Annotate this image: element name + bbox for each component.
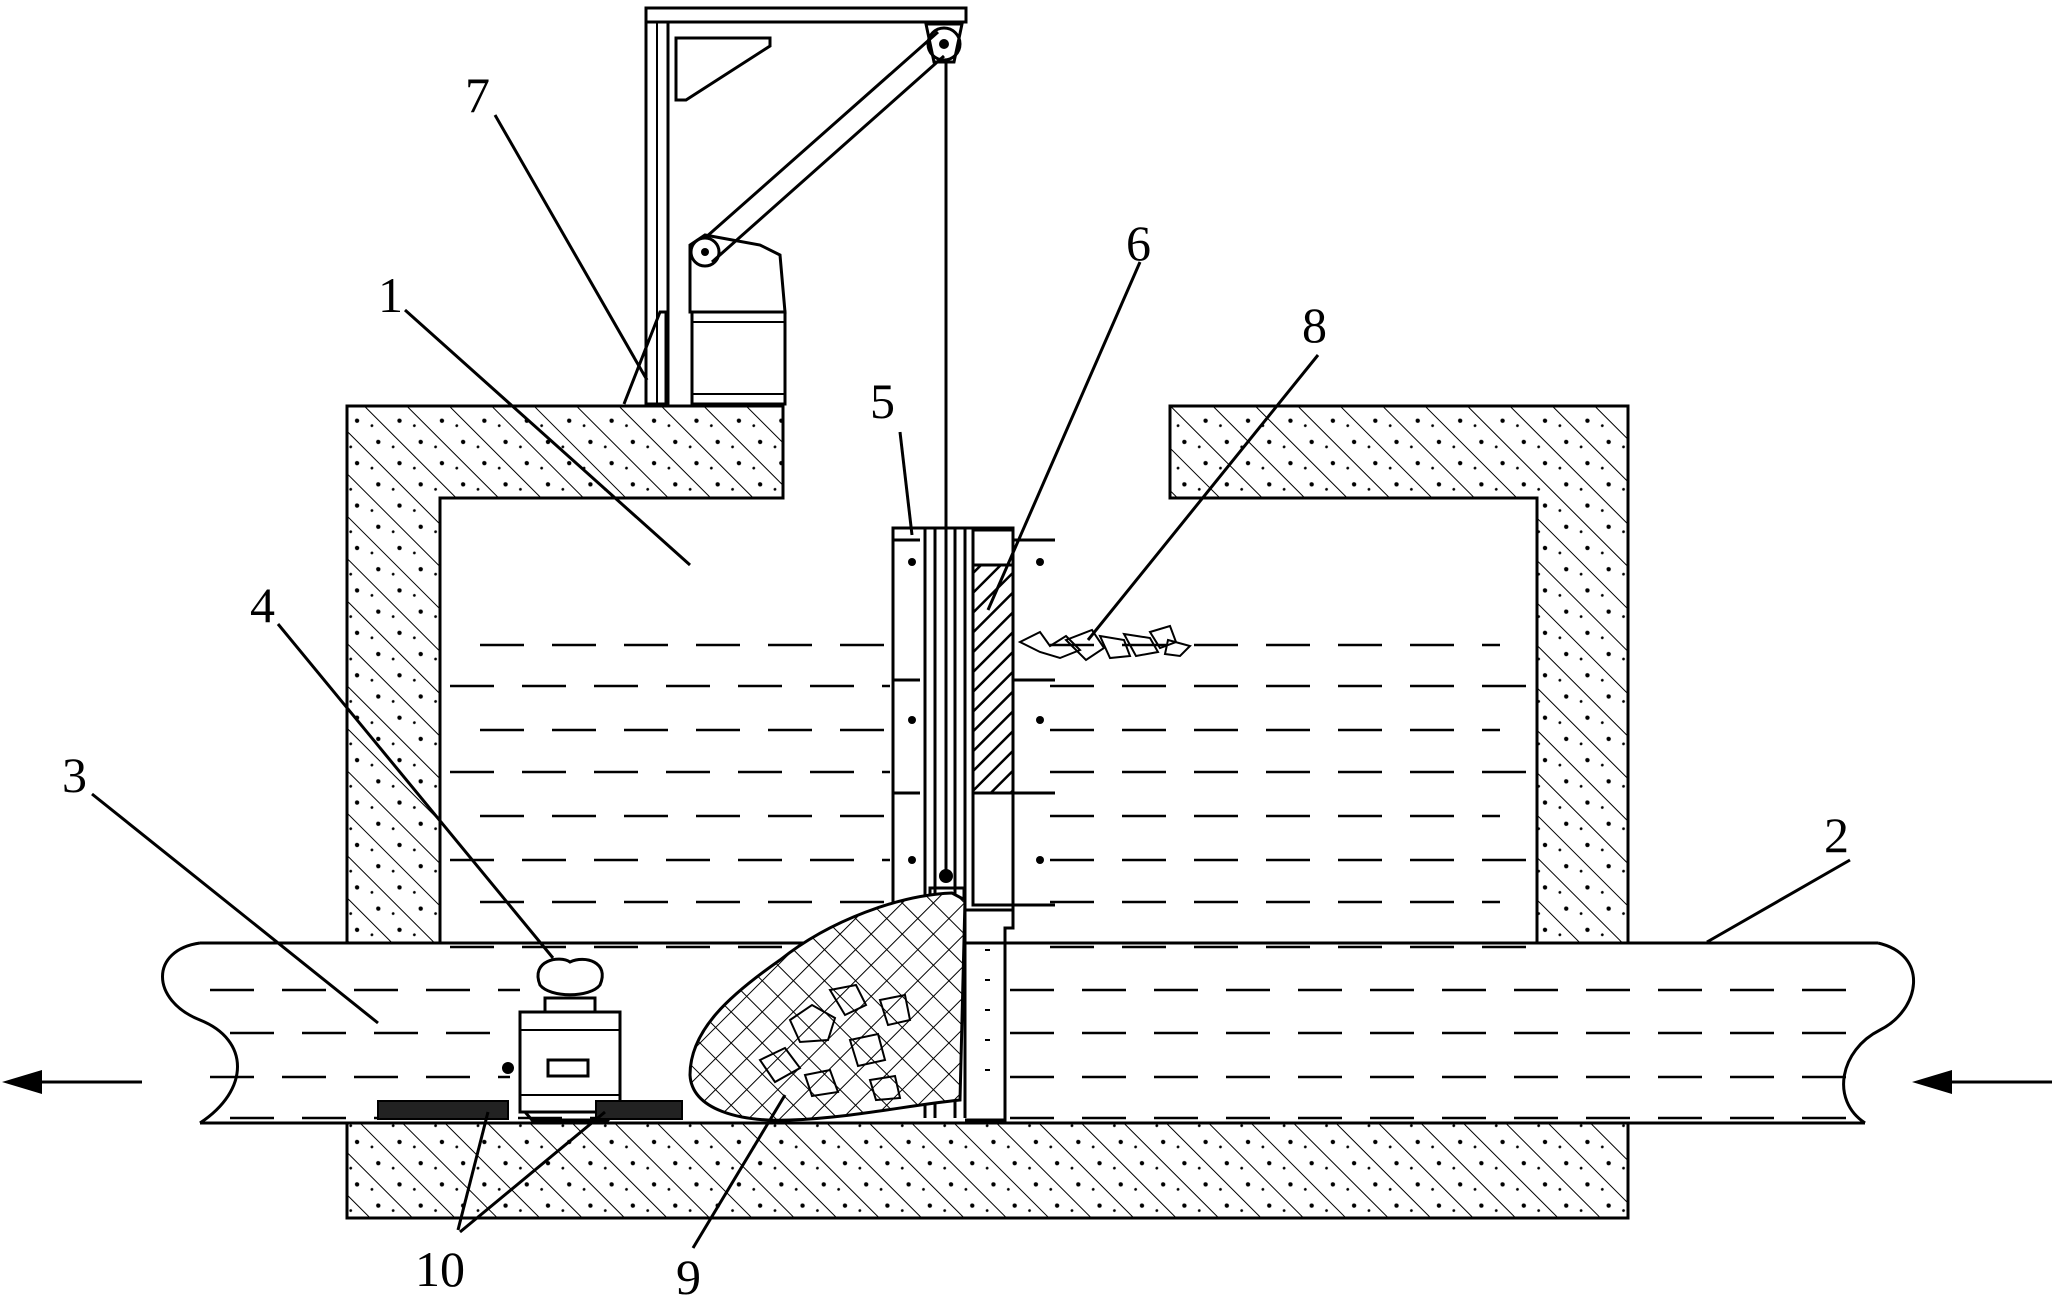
water-surface-lines — [210, 643, 1870, 1120]
label-4: 4 — [250, 577, 275, 633]
arrow-left-icon — [2, 1070, 142, 1094]
right-wall — [1168, 404, 1630, 945]
arrow-left-icon — [1912, 1070, 2052, 1094]
label-6: 6 — [1126, 215, 1151, 271]
label-1: 1 — [378, 267, 403, 323]
sediment-mats — [377, 1100, 683, 1120]
pipe — [161, 941, 1916, 1125]
label-3: 3 — [62, 747, 87, 803]
pump — [502, 957, 622, 1122]
floating-debris — [1017, 624, 1192, 662]
label-8: 8 — [1302, 297, 1327, 353]
leader-lines — [91, 114, 1851, 1249]
concrete-well-structure — [345, 404, 1630, 1220]
trash-net — [688, 891, 967, 1122]
label-10: 10 — [415, 1241, 465, 1297]
label-7: 7 — [465, 67, 490, 123]
lifting-frame — [622, 6, 968, 870]
floor-slab — [345, 1121, 1630, 1220]
left-wall — [345, 404, 785, 945]
label-5: 5 — [870, 373, 895, 429]
callout-labels: 1 2 3 4 5 6 7 8 9 10 — [62, 67, 1849, 1303]
label-2: 2 — [1824, 807, 1849, 863]
label-9: 9 — [676, 1249, 701, 1303]
